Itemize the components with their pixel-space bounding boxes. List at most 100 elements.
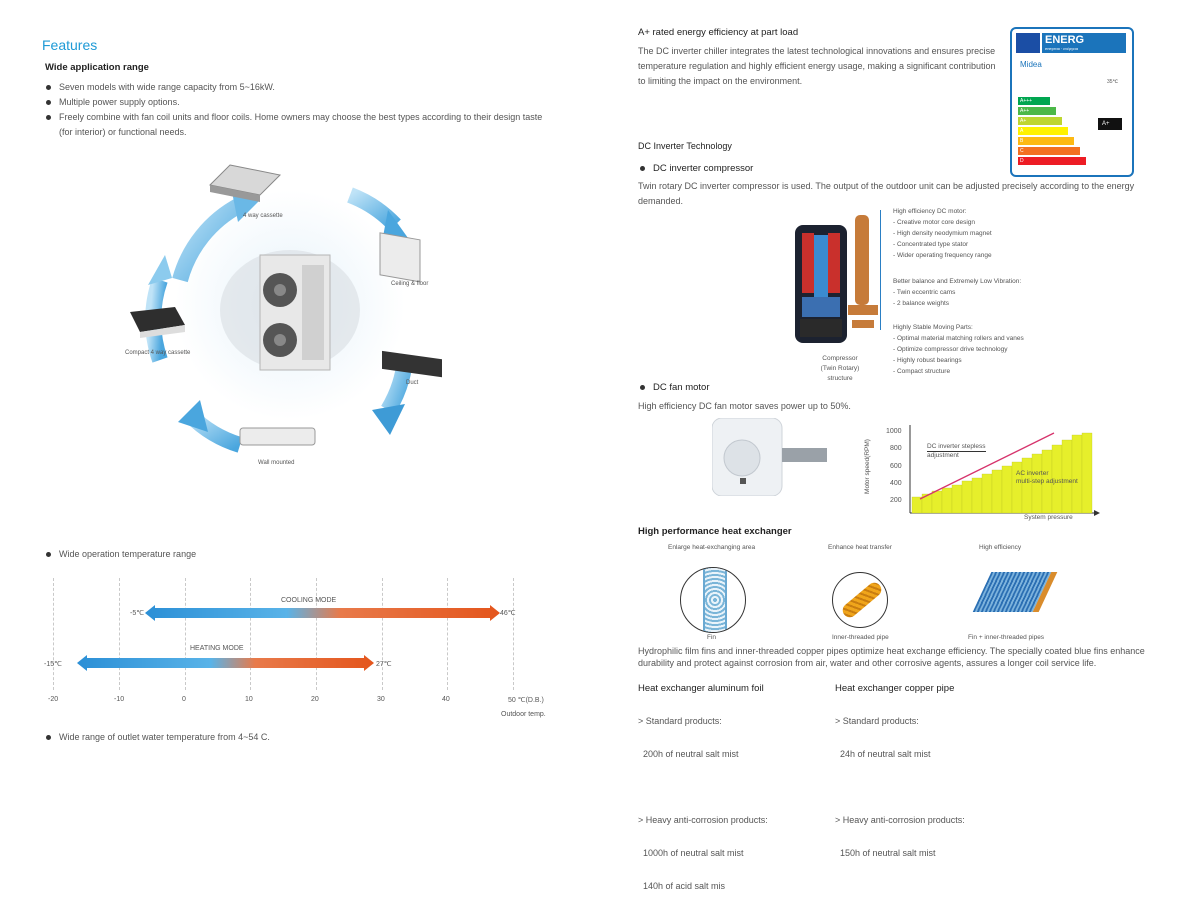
cycle-arrow-head — [372, 404, 405, 435]
class-bar: A — [1018, 127, 1068, 135]
y-tick-label: 1000 — [886, 428, 902, 435]
heating-range-bar — [77, 655, 374, 671]
callout-item: - Optimal material matching rollers and … — [893, 335, 1024, 342]
list-item: Wide operation temperature range — [45, 547, 445, 562]
tick-label: -20 — [48, 696, 59, 703]
class-bar: D — [1018, 157, 1086, 165]
class-bar: A+ — [1018, 117, 1062, 125]
cycle-arrow-head — [178, 400, 208, 432]
aplus-heading: A+ rated energy efficiency at part load — [638, 27, 799, 38]
pipe-illustration — [832, 572, 888, 628]
cooling-max-label: 46℃ — [500, 610, 516, 617]
tick-label: 50 ℃(D.B.) — [508, 697, 544, 704]
callout-group: Better balance and Extremely Low Vibrati… — [893, 276, 1021, 309]
tick-label: 40 — [442, 696, 450, 703]
callout-item: - Concentrated type stator — [893, 241, 969, 248]
tick-label: -10 — [114, 696, 125, 703]
tick-label: 30 — [377, 696, 385, 703]
fan-chart-plot — [909, 425, 1100, 516]
heating-mode-label: HEATING MODE — [190, 645, 244, 652]
callout-item: - Optimize compressor drive technology — [893, 346, 1008, 353]
callout-title: High efficiency DC motor: — [893, 208, 967, 215]
aplus-text: The DC inverter chiller integrates the l… — [638, 46, 996, 86]
stepless-label: DC inverter stepless adjustment — [927, 443, 986, 459]
ceiling-floor-unit — [379, 232, 421, 283]
class-bar: A+++ — [1018, 97, 1050, 105]
fan-motor-illustration — [712, 418, 827, 496]
label-duct: Duct — [406, 380, 419, 386]
alu-lines: > Standard products: 200h of neutral sal… — [638, 716, 768, 891]
list-item: Freely combine with fan coil units and f… — [45, 110, 585, 125]
duct-unit — [382, 350, 442, 378]
y-tick-label: 200 — [890, 497, 902, 504]
callout-group: Highly Stable Moving Parts: - Optimal ma… — [893, 322, 1024, 377]
callout-item: - 2 balance weights — [893, 300, 950, 307]
compressor-text: Twin rotary DC inverter compressor is us… — [638, 181, 1135, 206]
tick-label: 0 — [182, 696, 186, 703]
heating-max-label: 27℃ — [376, 661, 392, 668]
temp-range-list: Wide operation temperature range — [45, 547, 445, 562]
cooling-range-bar — [145, 605, 500, 621]
dc-tech-heading: DC Inverter Technology — [638, 141, 732, 151]
tick-label: 20 — [311, 696, 319, 703]
y-tick-label: 400 — [890, 480, 902, 487]
hx-text: Hydrophilic film fins and inner-threaded… — [638, 646, 1145, 668]
callout-item: - Compact structure — [893, 368, 951, 375]
fan-speed-chart: Motor speed(RPM) 1000 800 600 400 200 DC… — [864, 425, 1100, 525]
water-temp-list: Wide range of outlet water temperature f… — [45, 730, 445, 745]
class-bar: A++ — [1018, 107, 1056, 115]
cooling-min-label: -5℃ — [130, 610, 145, 617]
wall-unit — [239, 427, 316, 446]
callout-group: High efficiency DC motor: - Creative mot… — [893, 206, 992, 261]
fin-pipe-illustration — [972, 572, 1058, 612]
bullet-icon — [640, 385, 645, 390]
cu-title: Heat exchanger copper pipe — [835, 683, 955, 694]
label-temp: 35℃ — [1107, 79, 1119, 85]
callout-line — [880, 210, 883, 330]
fan-text: High efficiency DC fan motor saves power… — [638, 401, 851, 411]
callout-item: - Creative motor core design — [893, 219, 976, 226]
heating-min-label: -15℃ — [44, 661, 62, 668]
fin-illustration — [680, 567, 746, 633]
hx-col-top: Enlarge heat-exchanging area — [668, 544, 756, 551]
callout-title: Highly Stable Moving Parts: — [893, 324, 973, 331]
callout-title: Better balance and Extremely Low Vibrati… — [893, 278, 1022, 285]
axis-unit-label: Outdoor temp. — [501, 711, 546, 718]
callout-item: - Twin eccentric cams — [893, 289, 956, 296]
label-4way-cassette: 4 way cassette — [243, 213, 283, 219]
energ-banner: ENERG енергия · ενέργεια — [1042, 33, 1126, 53]
class-bar: B — [1018, 137, 1074, 145]
compressor-illustration — [795, 215, 878, 343]
temperature-range-chart: -20 -10 0 10 20 30 40 50 ℃(D.B.) Outdoor… — [40, 578, 570, 718]
y-tick-label: 800 — [890, 445, 902, 452]
callout-item: - Wider operating frequency range — [893, 252, 992, 259]
fan-heading: DC fan motor — [653, 382, 710, 393]
rating-arrow: A+ — [1098, 118, 1122, 130]
alu-title: Heat exchanger aluminum foil — [638, 683, 764, 694]
hx-col-top: High efficiency — [979, 544, 1022, 551]
hx-heading: High performance heat exchanger — [638, 526, 792, 537]
alu-block: Heat exchanger aluminum foil > Standard … — [638, 683, 828, 914]
label-ceiling-floor: Ceiling & floor — [391, 281, 429, 287]
cu-block: Heat exchanger copper pipe > Standard pr… — [835, 683, 1025, 881]
hx-col-top: Enhance heat transfer — [828, 544, 892, 551]
cooling-mode-label: COOLING MODE — [281, 597, 337, 604]
list-item: Wide range of outlet water temperature f… — [45, 730, 445, 745]
multistep-label: AC inverter multi-step adjustment — [1016, 470, 1078, 485]
energy-label: ENERG енергия · ενέργεια Midea 35℃ A+++ … — [1010, 27, 1134, 177]
hx-col-bottom: Fin + inner-threaded pipes — [968, 634, 1045, 641]
y-tick-label: 600 — [890, 463, 902, 470]
y-axis-label: Motor speed(RPM) — [863, 439, 871, 494]
hx-col-bottom: Fin — [707, 634, 717, 641]
page-title: Features — [42, 37, 98, 53]
hx-col-bottom: Inner-threaded pipe — [832, 634, 889, 641]
cycle-arrow-head — [148, 255, 172, 285]
label-wall-mounted: Wall mounted — [258, 460, 295, 466]
bullet-icon — [640, 166, 645, 171]
list-item: Multiple power supply options. — [45, 95, 585, 110]
x-axis-label: System pressure — [1024, 514, 1073, 521]
wide-app-list: Seven models with wide range capacity fr… — [45, 80, 585, 140]
cu-lines: > Standard products: 24h of neutral salt… — [835, 716, 965, 858]
wide-app-heading: Wide application range — [45, 62, 149, 73]
callout-item: - High density neodymium magnet — [893, 230, 992, 237]
